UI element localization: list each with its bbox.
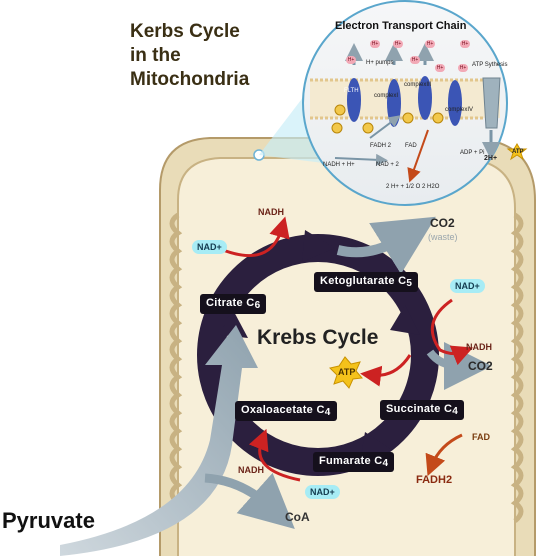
nadh-arrow-bottom	[248, 428, 301, 482]
atp-synthesis-label: ATP Sythesis	[472, 62, 508, 68]
co2-arrow	[426, 341, 492, 390]
co2-top: CO2	[430, 216, 455, 230]
molecule-fumarate: Fumarate C4	[313, 452, 395, 472]
nadh-bottom: NADH	[238, 465, 264, 475]
molecule-ketoglutarate: Ketoglutarate C5	[314, 272, 419, 292]
complex-label-1: complexI	[374, 93, 399, 99]
nadh-top: NADH	[258, 207, 284, 217]
complex-1	[347, 78, 361, 122]
nadh-arrow-right	[430, 298, 474, 366]
nadh-right: NADH	[466, 342, 492, 352]
coa-arrow	[204, 472, 295, 529]
h-plus-chip: H+	[410, 56, 420, 64]
molecule-succinate: Succinate C4	[380, 400, 465, 420]
h-plus-chip: H+	[346, 56, 356, 64]
title-line-1: Kerbs Cycle	[130, 21, 240, 42]
water-equation: 2 H+ + 1/2 O 2 H2O	[386, 184, 440, 190]
krebs-cycle-label: Krebs Cycle	[257, 326, 379, 349]
pyruvate-label: Pyruvate	[2, 508, 95, 533]
fadh2-label: FADH 2	[370, 143, 392, 149]
complex-4	[448, 80, 462, 126]
two-h-label: 2H+	[484, 155, 498, 162]
complex-label-flth: FLTH	[344, 88, 359, 94]
etc-inset	[302, 0, 528, 206]
co2-waste-arrow	[336, 216, 436, 275]
atp-label: ATP	[338, 367, 356, 377]
atp-synthase	[482, 77, 501, 129]
nad-2-label: NAD + 2	[376, 162, 399, 168]
complex-3	[418, 76, 432, 120]
h-plus-chip: H+	[460, 40, 470, 48]
nad-plus-right: NAD+	[450, 279, 485, 293]
adp-pi-label: ADP + Pi	[460, 150, 485, 156]
h-pumps-label: H+ pumps	[366, 60, 394, 66]
co2-right: CO2	[468, 359, 493, 373]
nadh-arrow-top	[217, 216, 290, 257]
electron-marker	[331, 122, 343, 134]
nad-plus-bottom: NAD+	[305, 485, 340, 499]
coa-label: CoA	[285, 510, 310, 524]
fad-label: FAD	[405, 143, 417, 149]
electron-marker	[334, 104, 346, 116]
complex-label-3: complexIII	[404, 82, 432, 88]
electron-marker	[402, 112, 414, 124]
atp-arrow	[360, 354, 412, 387]
title-line-2: in the	[130, 45, 181, 66]
h-plus-chip: H+	[370, 40, 380, 48]
h-plus-chip: H+	[435, 64, 445, 72]
electron-marker	[362, 122, 374, 134]
complex-label-4: complexIV	[445, 107, 474, 113]
h-plus-chip: H+	[458, 64, 468, 72]
fad-arrow	[425, 433, 463, 477]
pyruvate-arrow	[60, 325, 258, 556]
atp-burst	[329, 356, 363, 389]
co2-waste-label: (waste)	[428, 232, 458, 242]
molecule-oxaloacetate: Oxaloacetate C4	[235, 401, 337, 421]
molecule-citrate: Citrate C6	[200, 294, 267, 314]
h-plus-chip: H+	[393, 40, 403, 48]
nad-plus-top: NAD+	[192, 240, 227, 254]
etc-title: Electron Transport Chain	[335, 20, 467, 32]
fad-label-cycle: FAD	[472, 432, 490, 442]
etc-atp-label: ATP	[512, 149, 524, 155]
fadh2-label-cycle: FADH2	[416, 474, 453, 486]
h-plus-chip: H+	[425, 40, 435, 48]
nadh-h-label: NADH + H+	[323, 162, 355, 168]
complex-2	[387, 79, 401, 127]
title-line-3: Mitochondria	[130, 69, 250, 90]
electron-marker	[432, 112, 444, 124]
atp-burst-small	[506, 143, 528, 161]
